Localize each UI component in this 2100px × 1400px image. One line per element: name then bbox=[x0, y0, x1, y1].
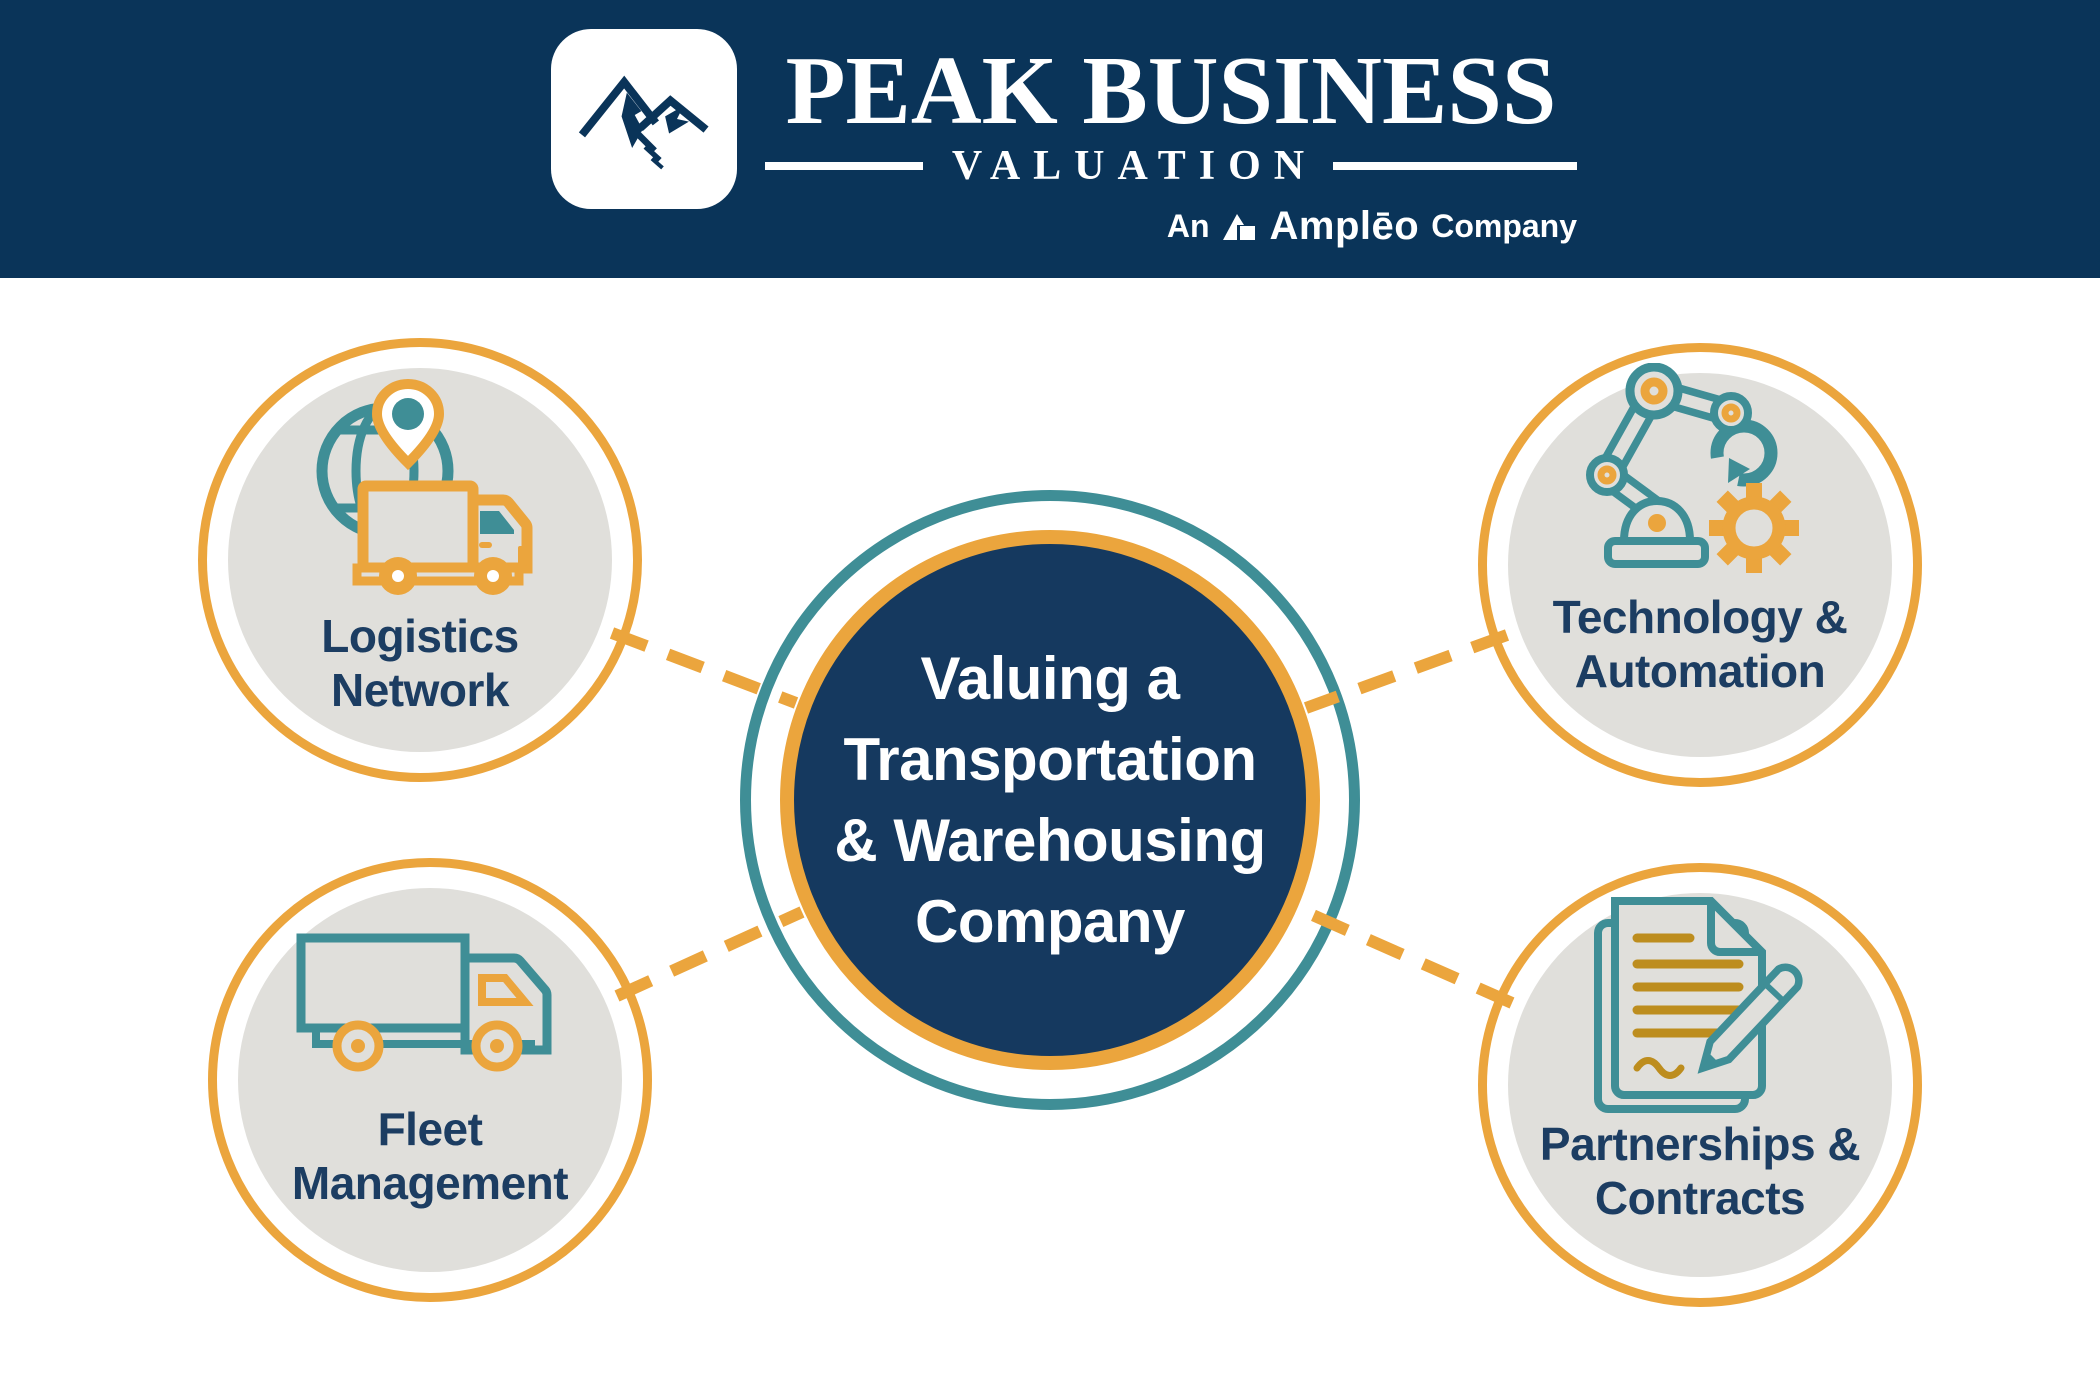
header-banner: PEAK BUSINESS VALUATION An Amplēo Compan… bbox=[0, 0, 2100, 278]
brand-name: PEAK BUSINESS bbox=[785, 37, 1557, 145]
center-title-line4: Company bbox=[915, 888, 1185, 955]
node-ring bbox=[198, 338, 642, 782]
center-teal-ring bbox=[740, 490, 1360, 1110]
center-title: Valuing a Transportation & Warehousing C… bbox=[834, 638, 1266, 962]
node-label-line2: Network bbox=[331, 663, 509, 716]
node-label: Partnerships & Contracts bbox=[1478, 1118, 1922, 1226]
byline-prefix: An bbox=[1166, 207, 1210, 244]
node-ring bbox=[1478, 863, 1922, 1307]
subtitle-left-bar bbox=[765, 162, 923, 170]
peak-logo bbox=[551, 29, 737, 209]
ampleo-mark-icon bbox=[1222, 214, 1255, 240]
node-ring bbox=[208, 858, 652, 1302]
mountain-icon bbox=[578, 75, 709, 170]
node-partnerships-contracts: Partnerships & Contracts bbox=[1478, 863, 1922, 1307]
brand-lockup: PEAK BUSINESS VALUATION An Amplēo Compan… bbox=[765, 0, 1577, 278]
node-label-line1: Fleet bbox=[377, 1103, 483, 1155]
node-label-line1: Logistics bbox=[321, 610, 519, 662]
center-circle: Valuing a Transportation & Warehousing C… bbox=[740, 490, 1360, 1110]
ampleo-byline: An Amplēo Company bbox=[1167, 203, 1577, 249]
center-title-line1: Valuing a bbox=[920, 645, 1180, 712]
node-label: Logistics Network bbox=[198, 610, 642, 718]
node-label-line2: Automation bbox=[1574, 644, 1826, 697]
brand-subtitle-row: VALUATION bbox=[765, 143, 1577, 189]
node-label: Technology & Automation bbox=[1478, 591, 1922, 699]
brand-subtitle: VALUATION bbox=[951, 143, 1318, 189]
robot-arm-gear-icon bbox=[1586, 363, 1799, 573]
node-label-line2: Contracts bbox=[1594, 1171, 1806, 1224]
node-logistics-network: Logistics Network bbox=[198, 338, 642, 782]
node-label-line1: Technology & bbox=[1552, 591, 1848, 643]
delivery-truck-icon bbox=[296, 933, 552, 1072]
center-title-line3: & Warehousing bbox=[834, 807, 1266, 874]
node-label-line2: Management bbox=[291, 1156, 569, 1209]
subtitle-right-bar bbox=[1333, 162, 1577, 170]
node-technology-automation: Technology & Automation bbox=[1478, 343, 1922, 787]
node-ring bbox=[1478, 343, 1922, 787]
node-label-line1: Partnerships & bbox=[1539, 1118, 1861, 1170]
contract-signing-icon bbox=[1594, 897, 1803, 1113]
center-title-line2: Transportation bbox=[843, 726, 1257, 793]
byline-suffix: Company bbox=[1431, 207, 1577, 244]
globe-pin-truck-icon bbox=[316, 378, 533, 595]
byline-company: Amplēo bbox=[1269, 203, 1420, 248]
node-fleet-management: Fleet Management bbox=[208, 858, 652, 1302]
center-disc: Valuing a Transportation & Warehousing C… bbox=[780, 530, 1320, 1070]
node-label: Fleet Management bbox=[208, 1103, 652, 1211]
